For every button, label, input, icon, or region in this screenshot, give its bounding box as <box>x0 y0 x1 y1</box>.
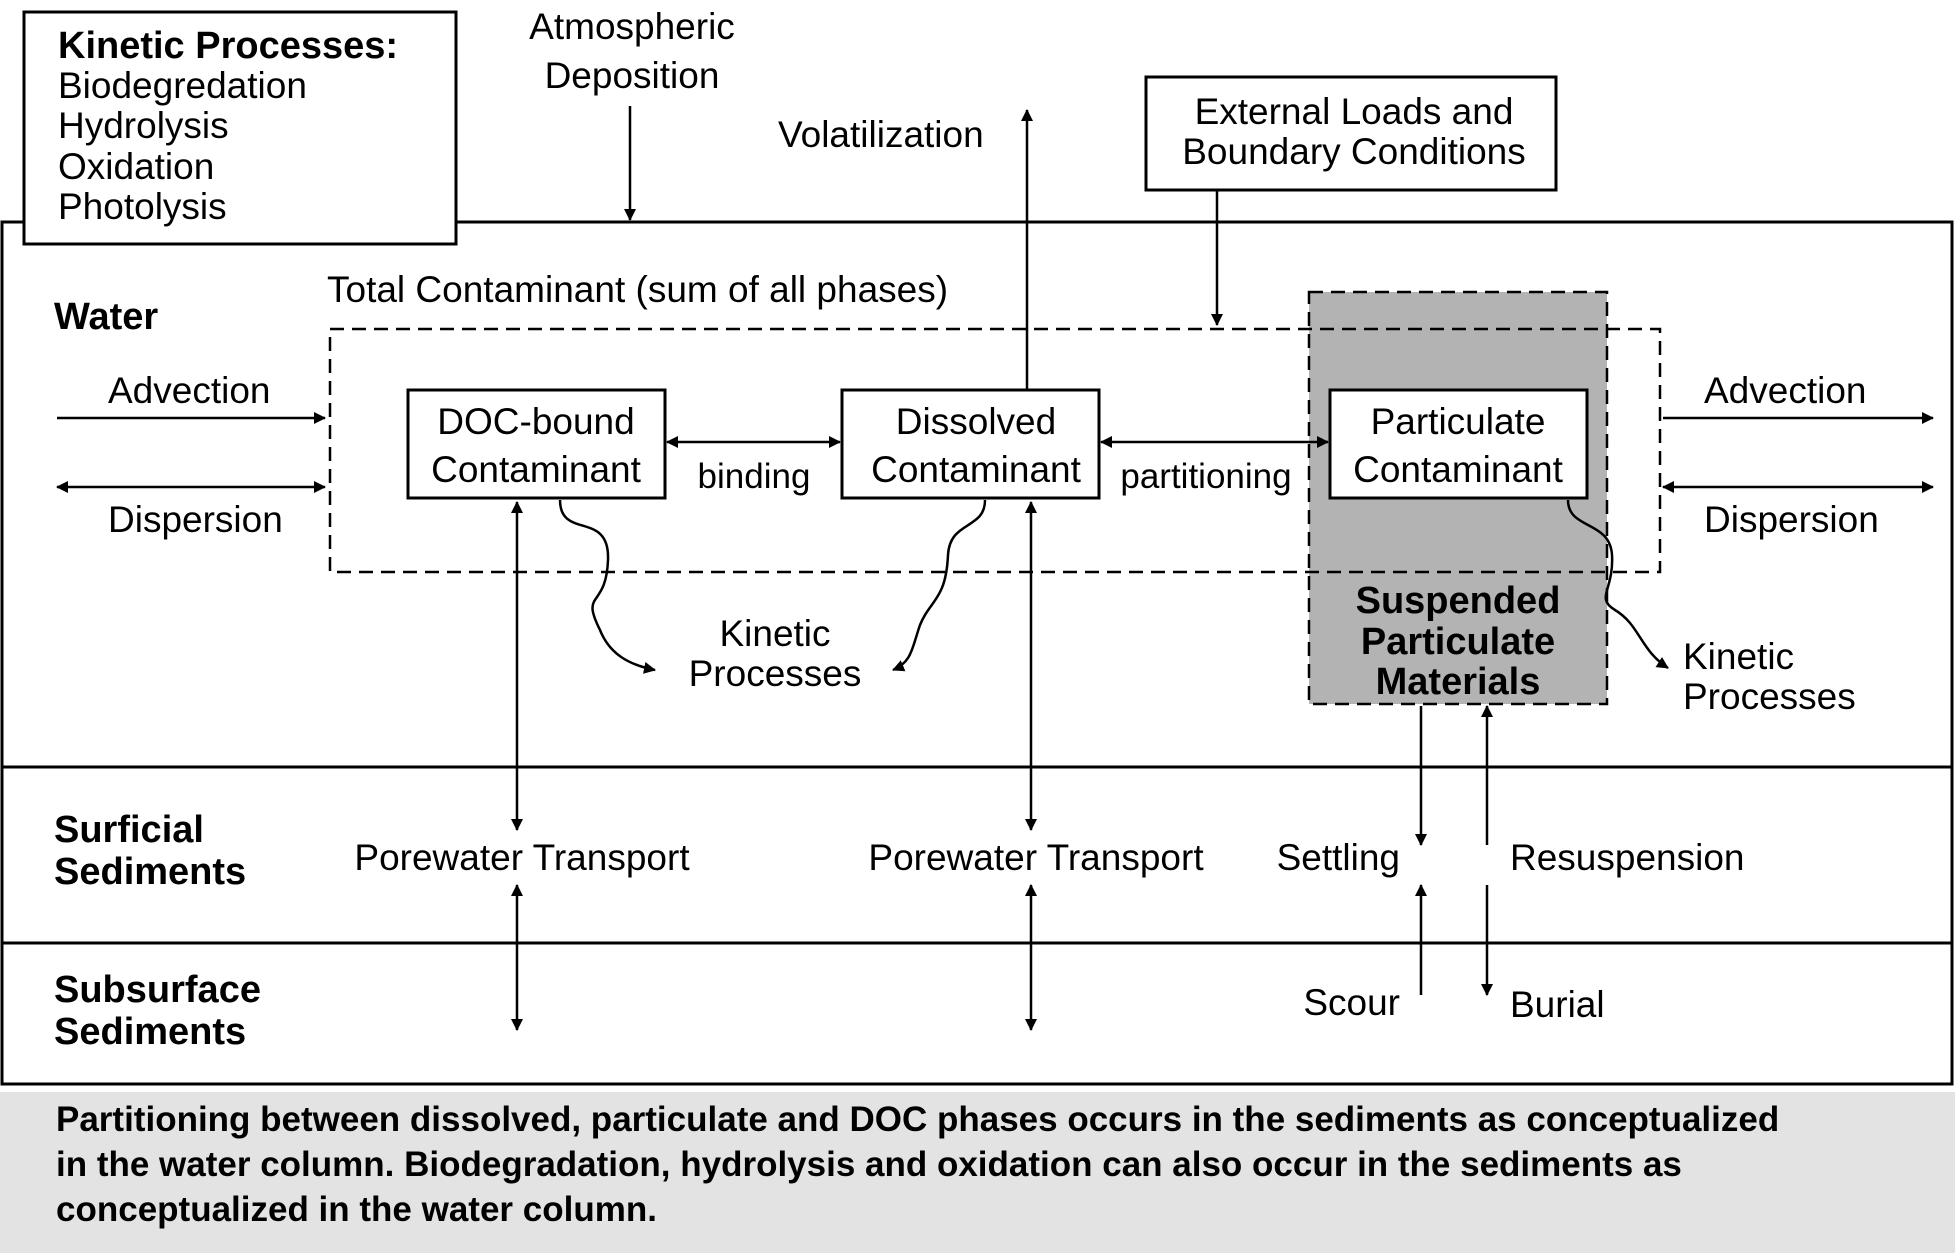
kinetic-mid-line-1: Kinetic <box>719 613 830 654</box>
subsurface-label-line-1: Subsurface <box>54 969 261 1011</box>
atmospheric-label-line-1: Atmospheric <box>529 6 735 47</box>
suspended-line-1: Suspended <box>1356 580 1561 622</box>
surficial-label-line-2: Sediments <box>54 851 246 893</box>
dissolved-line-1: Dissolved <box>896 401 1056 442</box>
footer-line-1: Partitioning between dissolved, particul… <box>56 1100 1779 1139</box>
suspended-line-2: Particulate <box>1361 621 1555 663</box>
kinetic-item-oxidation: Oxidation <box>58 146 214 187</box>
left-dispersion-label: Dispersion <box>108 499 283 540</box>
external-loads-line-2: Boundary Conditions <box>1182 131 1526 172</box>
particulate-box <box>1328 388 1589 500</box>
footer-band <box>0 1092 1955 1253</box>
particulate-kinetic-wavy-arrow <box>1566 499 1669 670</box>
scour-label: Scour <box>1303 982 1400 1023</box>
settling-label: Settling <box>1277 837 1400 878</box>
suspended-line-3: Materials <box>1376 661 1541 703</box>
kinetic-right-line-1: Kinetic <box>1683 636 1794 677</box>
binding-label: binding <box>698 457 811 496</box>
dissolved-kinetic-wavy-arrow <box>892 499 987 672</box>
right-advection-label: Advection <box>1704 370 1867 411</box>
burial-label: Burial <box>1510 984 1605 1025</box>
kinetic-processes-box <box>22 10 458 246</box>
doc-bound-box <box>406 388 667 500</box>
doc-bound-line-2: Contaminant <box>431 449 642 490</box>
doc-kinetic-wavy-arrow <box>558 499 656 674</box>
atmospheric-label-line-2: Deposition <box>545 55 720 96</box>
external-loads-box <box>1144 75 1558 192</box>
porewater-mid-label: Porewater Transport <box>868 837 1204 878</box>
right-dispersion-label: Dispersion <box>1704 499 1879 540</box>
total-contaminant-boundary <box>328 327 1662 574</box>
dissolved-box <box>840 388 1101 500</box>
surficial-label-line-1: Surficial <box>54 809 204 851</box>
dissolved-line-2: Contaminant <box>871 449 1082 490</box>
kinetic-right-line-2: Processes <box>1683 676 1856 717</box>
doc-bound-line-1: DOC-bound <box>437 401 634 442</box>
kinetic-mid-line-2: Processes <box>689 653 862 694</box>
kinetic-item-biodegredation: Biodegredation <box>58 65 307 106</box>
particulate-line-2: Contaminant <box>1353 449 1564 490</box>
particulate-line-1: Particulate <box>1371 401 1546 442</box>
porewater-left-label: Porewater Transport <box>354 837 690 878</box>
volatilization-label: Volatilization <box>778 114 984 155</box>
kinetic-processes-title: Kinetic Processes: <box>58 25 398 67</box>
water-layer-label: Water <box>54 296 158 338</box>
kinetic-item-hydrolysis: Hydrolysis <box>58 105 229 146</box>
partitioning-label: partitioning <box>1120 457 1291 496</box>
footer-line-2: in the water column. Biodegradation, hyd… <box>56 1145 1682 1184</box>
model-domain-frame <box>0 220 1954 1086</box>
external-loads-line-1: External Loads and <box>1195 91 1514 132</box>
total-contaminant-label: Total Contaminant (sum of all phases) <box>327 269 948 310</box>
left-advection-label: Advection <box>108 370 271 411</box>
subsurface-label-line-2: Sediments <box>54 1011 246 1053</box>
resuspension-label: Resuspension <box>1510 837 1744 878</box>
footer-line-3: conceptualized in the water column. <box>56 1190 657 1229</box>
kinetic-item-photolysis: Photolysis <box>58 186 227 227</box>
